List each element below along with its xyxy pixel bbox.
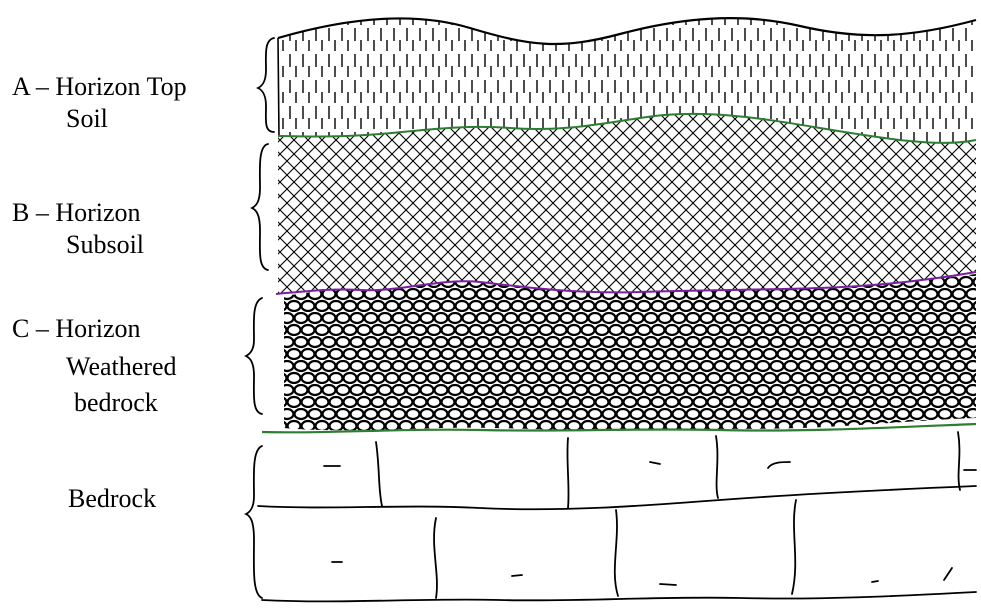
c-horizon-label-line1: C – Horizon [12, 312, 141, 346]
a-horizon-left-edge [278, 38, 279, 136]
bedrock-layer [258, 432, 976, 601]
c-horizon-bracket [246, 298, 262, 414]
a-horizon-label-line1: A – Horizon Top [12, 70, 187, 104]
b-horizon-label-line2: Subsoil [66, 228, 144, 262]
horizon-brackets [246, 38, 274, 598]
b-horizon-bracket [252, 144, 268, 270]
bedrock-label: Bedrock [68, 482, 156, 516]
b-horizon-layer [278, 114, 976, 294]
a-horizon-bracket [258, 38, 274, 132]
bedrock-bracket [246, 446, 262, 598]
c-horizon-label-line2: Weathered [66, 350, 177, 384]
b-horizon-label-line1: B – Horizon [12, 196, 141, 230]
c-horizon-layer [284, 274, 976, 430]
c-horizon-label-line3: bedrock [74, 386, 158, 420]
a-horizon-label-line2: Soil [66, 102, 108, 136]
